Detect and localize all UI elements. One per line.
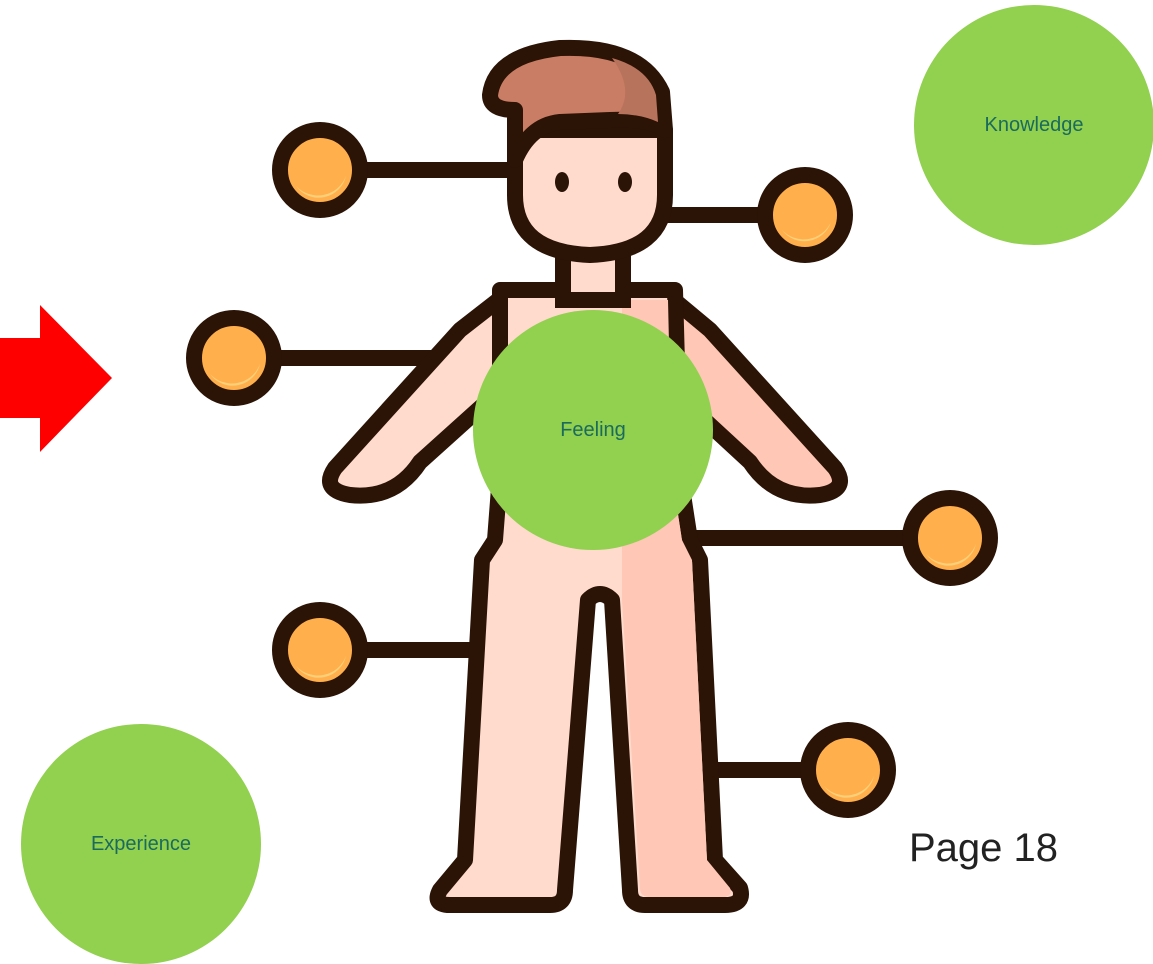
connection-node-icon xyxy=(272,122,368,218)
right-eye xyxy=(618,172,632,192)
experience-label: Experience xyxy=(90,832,192,855)
arms xyxy=(322,287,848,504)
connection-nodes xyxy=(186,122,998,818)
feeling-label: Feeling xyxy=(560,418,626,441)
connection-node-icon xyxy=(800,722,896,818)
connection-node-icon xyxy=(902,490,998,586)
experience-bubble: Experience xyxy=(21,724,261,964)
hair-shadow xyxy=(612,58,658,122)
knowledge-label: Knowledge xyxy=(984,113,1084,136)
right-arrow-icon xyxy=(0,305,112,452)
connection-node-icon xyxy=(757,167,853,263)
head xyxy=(507,122,673,263)
left-eye xyxy=(555,172,569,192)
feeling-bubble: Feeling xyxy=(473,310,713,550)
connection-node-icon xyxy=(186,310,282,406)
knowledge-bubble: Knowledge xyxy=(914,5,1153,245)
connection-node-icon xyxy=(272,602,368,698)
page-number: Page 18 xyxy=(909,826,1059,870)
hair xyxy=(482,39,673,168)
